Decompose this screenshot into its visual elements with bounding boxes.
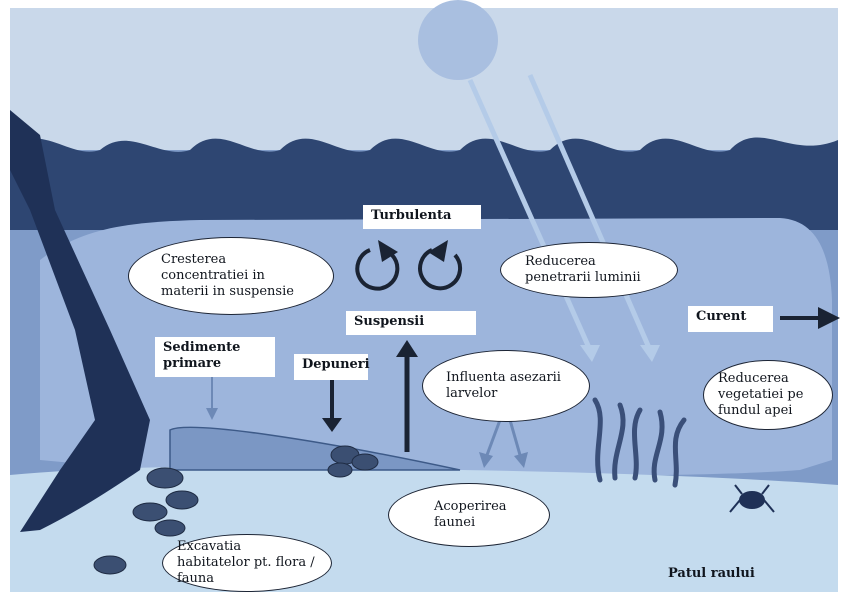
sediment-pointer-head bbox=[206, 408, 218, 420]
current-arrowhead bbox=[818, 307, 840, 329]
larvae-arrowhead-1 bbox=[479, 452, 493, 468]
label-reducerea-vegetatiei: Reducerea vegetatiei pe fundul apei bbox=[703, 360, 833, 430]
excavator-arm bbox=[10, 110, 150, 532]
larvae-arrow-1 bbox=[485, 419, 502, 456]
suspension-up-arrowhead bbox=[396, 340, 418, 357]
sun-disc bbox=[418, 0, 498, 80]
label-excavatia: Excavatia habitatelor pt. flora / fauna bbox=[162, 534, 332, 592]
deposit-down-arrowhead bbox=[322, 418, 342, 432]
turbulence-arrowhead-right bbox=[428, 240, 448, 262]
label-reducerea-vegetatiei-text: Reducerea vegetatiei pe fundul apei bbox=[718, 371, 804, 418]
circular-arrows-icon bbox=[355, 248, 463, 291]
label-depuneri: Depuneri bbox=[294, 354, 370, 380]
larvae-arrowhead-2 bbox=[514, 452, 528, 468]
light-ray-head-2 bbox=[640, 345, 660, 362]
label-cresterea-text: Cresterea concentratiei in materii in su… bbox=[161, 252, 294, 299]
light-ray-1 bbox=[467, 78, 593, 352]
label-curent: Curent bbox=[688, 306, 773, 332]
turbulence-arrowhead-left bbox=[378, 240, 398, 262]
label-acoperirea: Acoperirea faunei bbox=[388, 483, 550, 547]
light-ray-head-1 bbox=[580, 345, 600, 362]
mussel-cluster-icon bbox=[93, 467, 199, 575]
mussel-cluster-icon bbox=[327, 445, 379, 478]
label-cresterea: Cresterea concentratiei in materii in su… bbox=[128, 237, 334, 315]
surface-waves bbox=[10, 137, 838, 230]
label-acoperirea-text: Acoperirea faunei bbox=[434, 499, 507, 530]
label-sedimente: Sedimente primare bbox=[155, 337, 275, 377]
label-suspensii: Suspensii bbox=[346, 311, 476, 335]
crab-icon bbox=[729, 484, 775, 513]
light-ray-2 bbox=[527, 74, 653, 351]
label-excavatia-text: Excavatia habitatelor pt. flora / fauna bbox=[177, 539, 315, 586]
label-turbulenta: Turbulenta bbox=[363, 205, 481, 229]
larvae-arrow-2 bbox=[508, 419, 522, 456]
label-influenta-text: Influenta asezarii larvelor bbox=[446, 370, 561, 401]
label-influenta: Influenta asezarii larvelor bbox=[422, 350, 590, 422]
primary-sediment-mound bbox=[169, 426, 461, 471]
label-reducerea-luminii-text: Reducerea penetrarii luminii bbox=[525, 254, 641, 285]
label-patul: Patul raului bbox=[668, 566, 755, 581]
seaweed-icon bbox=[592, 397, 687, 488]
label-reducerea-luminii: Reducerea penetrarii luminii bbox=[500, 242, 678, 298]
